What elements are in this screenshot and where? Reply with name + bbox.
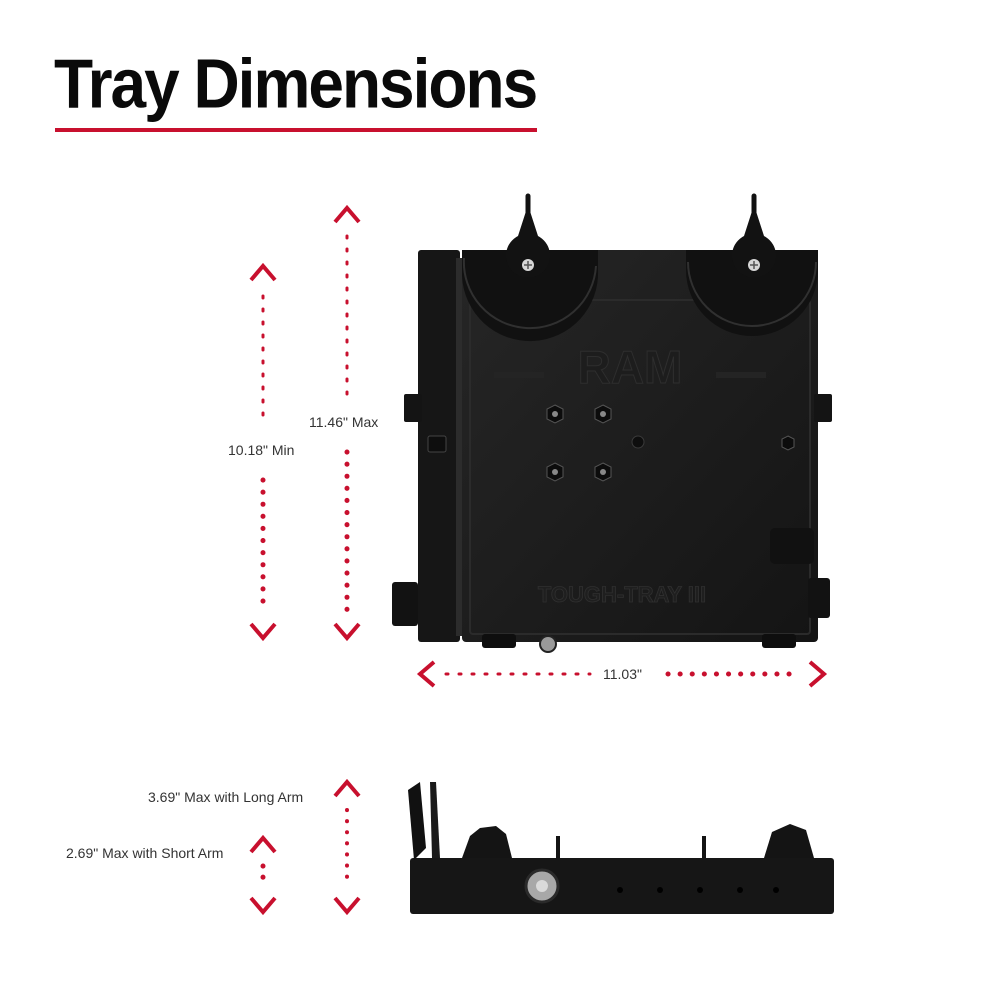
right-arm-finger [732,205,776,278]
width-label: 11.03" [603,666,642,682]
lock-knob [770,528,814,564]
amps-hole-pattern [546,404,612,482]
right-clip [814,394,832,422]
dim-max-height [333,204,361,642]
max-height-label: 11.46" Max [309,414,379,430]
dim-width [416,660,828,688]
page-title: Tray Dimensions [54,45,538,123]
dim-long-arm [333,778,361,916]
min-height-label: 10.18" Min [228,442,295,458]
long-arm-label: 3.69" Max with Long Arm [148,789,304,805]
left-clip [404,394,422,422]
left-arm-finger [505,205,550,278]
product-name-emboss: TOUGH-TRAY III [538,582,706,607]
side-body [410,858,834,914]
title-underline [55,128,537,132]
dim-min-height [249,262,277,642]
short-arm-label: 2.69" Max with Short Arm [66,845,224,861]
dim-short-arm [249,834,277,916]
bottom-left-clip [392,582,418,626]
ram-logo-emboss: RAM [578,341,683,393]
tray-front-view: RAM TOUGH-TRAY III [392,193,832,653]
long-arm [408,782,426,860]
tray-side-view [408,782,834,914]
bottom-right-clip [808,578,830,618]
right-arm-housing [686,250,818,336]
